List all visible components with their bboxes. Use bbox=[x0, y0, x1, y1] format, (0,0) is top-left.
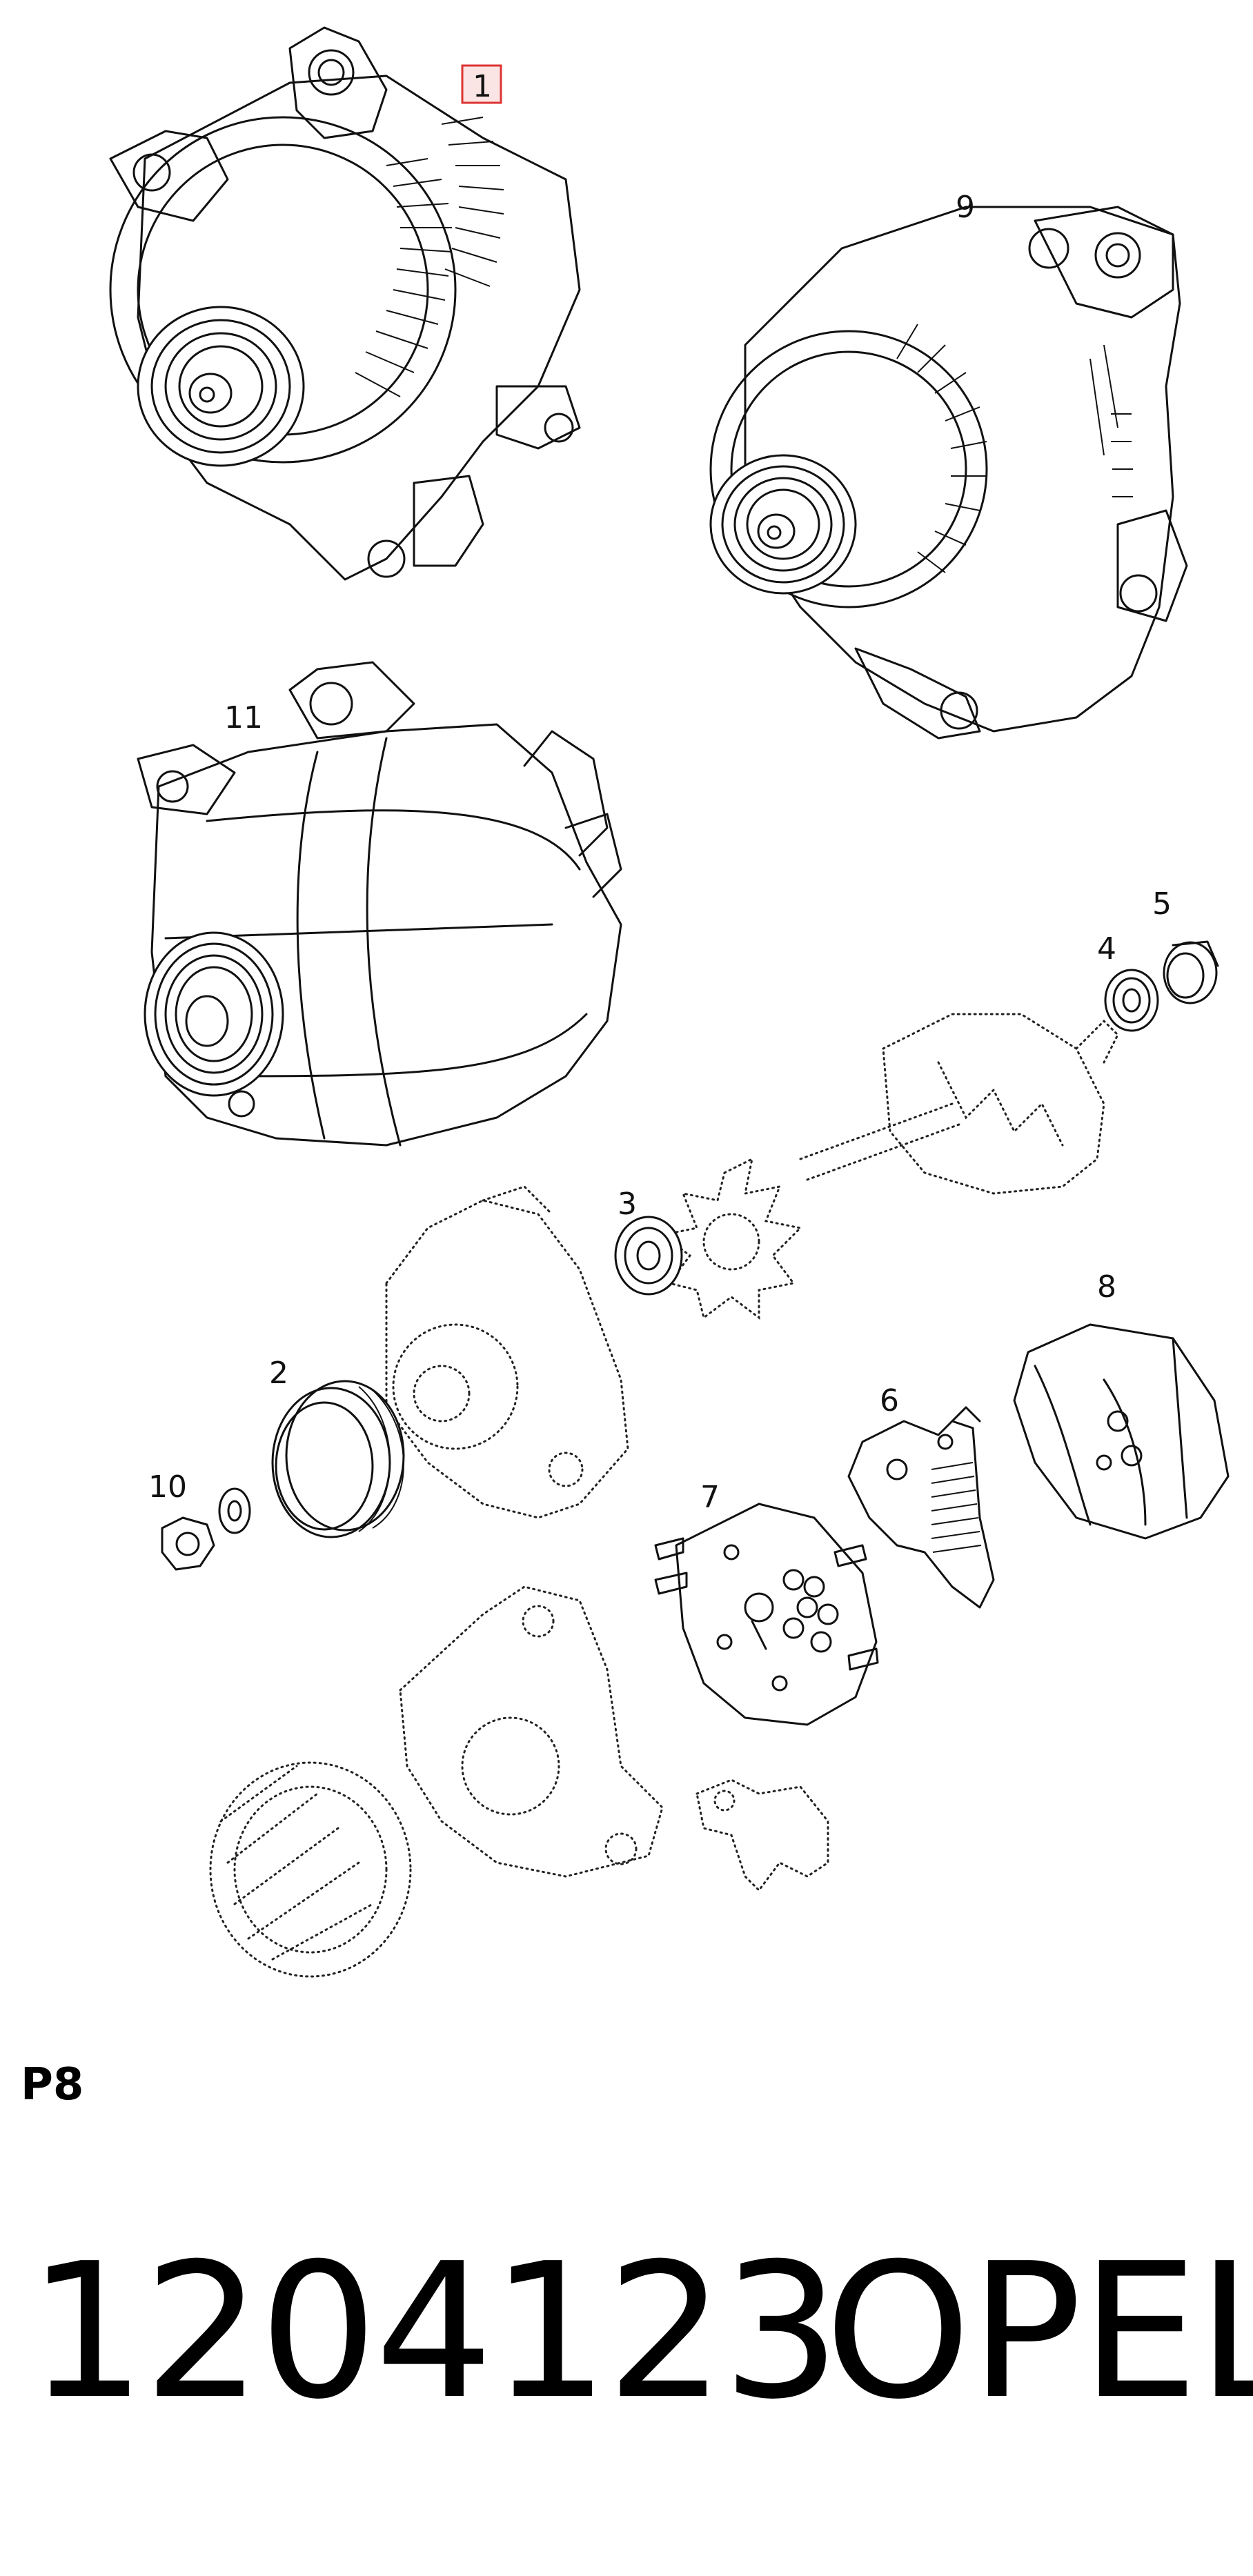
callout-10: 10 bbox=[148, 1469, 187, 1505]
bracket-reference bbox=[695, 1779, 829, 1892]
part-6-voltage-regulator: 6 bbox=[847, 1383, 995, 1609]
callout-9: 9 bbox=[956, 190, 975, 225]
part-7-rectifier: 7 bbox=[654, 1480, 879, 1726]
rear-housing-reference bbox=[399, 1585, 664, 1878]
alternator-variant-9: 9 bbox=[709, 190, 1188, 740]
part-10-nut-washer: 10 bbox=[148, 1469, 251, 1571]
page-label: P8 bbox=[21, 2059, 84, 2110]
rotor-reference bbox=[799, 1013, 1119, 1195]
callout-7: 7 bbox=[700, 1480, 720, 1515]
callout-3: 3 bbox=[618, 1187, 637, 1222]
exploded-parts-diagram: 1 9 bbox=[109, 26, 1230, 1978]
part-2-pulley: 2 bbox=[269, 1356, 405, 1538]
callout-5: 5 bbox=[1152, 886, 1172, 922]
callout-2: 2 bbox=[269, 1356, 288, 1391]
callout-1: 1 bbox=[473, 69, 492, 104]
part-5-bearing-cap: 5 bbox=[1152, 886, 1219, 1004]
part-8-rear-cover: 8 bbox=[1013, 1269, 1230, 1540]
front-housing-reference bbox=[385, 1185, 629, 1519]
fan-reference bbox=[660, 1157, 803, 1320]
part-3-bearing: 3 bbox=[614, 1187, 683, 1296]
stator-reference bbox=[209, 1761, 412, 1978]
callout-8: 8 bbox=[1097, 1269, 1116, 1305]
part-4-bearing: 4 bbox=[1097, 931, 1159, 1032]
part-number: 1204123 bbox=[28, 2223, 840, 2440]
brand-name: OPEL bbox=[825, 2223, 1253, 2440]
callout-4: 4 bbox=[1097, 931, 1116, 967]
callout-11: 11 bbox=[224, 700, 263, 735]
alternator-variant-1: 1 bbox=[109, 26, 581, 581]
callout-6: 6 bbox=[880, 1383, 899, 1418]
alternator-variant-11: 11 bbox=[137, 661, 622, 1147]
